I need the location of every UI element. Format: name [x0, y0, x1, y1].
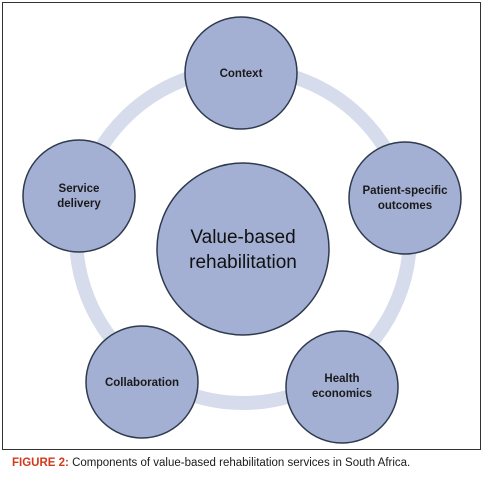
node-collaboration: Collaboration — [85, 325, 199, 439]
figure-caption-text: Components of value-based rehabilitation… — [72, 457, 411, 469]
node-label: Patient-specific — [363, 185, 449, 197]
node-label: economics — [312, 388, 372, 400]
diagram-svg: Value-based rehabilitation Context Patie… — [22, 16, 462, 444]
node-label: Collaboration — [105, 377, 179, 389]
figure-caption: FIGURE 2: Components of value-based reha… — [12, 457, 482, 469]
figure-frame: Value-based rehabilitation Context Patie… — [2, 2, 481, 450]
node-circle — [184, 16, 298, 130]
figure-label: FIGURE 2: — [12, 457, 69, 469]
center-label-line-2: rehabilitation — [189, 252, 297, 273]
node-health-economics: Health economics — [285, 330, 399, 444]
node-circle — [285, 330, 399, 444]
node-patient-specific-outcomes: Patient-specific outcomes — [348, 141, 462, 255]
center-label-line-1: Value-based — [190, 227, 295, 248]
node-service-delivery: Service delivery — [22, 139, 136, 253]
center-circle — [156, 162, 330, 336]
node-label: outcomes — [378, 200, 432, 212]
node-label: Health — [324, 373, 359, 385]
node-label: Service — [59, 183, 100, 195]
node-label: delivery — [57, 198, 101, 210]
node-context: Context — [184, 16, 298, 130]
node-circle — [85, 325, 199, 439]
node-circle — [22, 139, 136, 253]
node-circle — [348, 141, 462, 255]
node-label: Context — [220, 68, 263, 80]
